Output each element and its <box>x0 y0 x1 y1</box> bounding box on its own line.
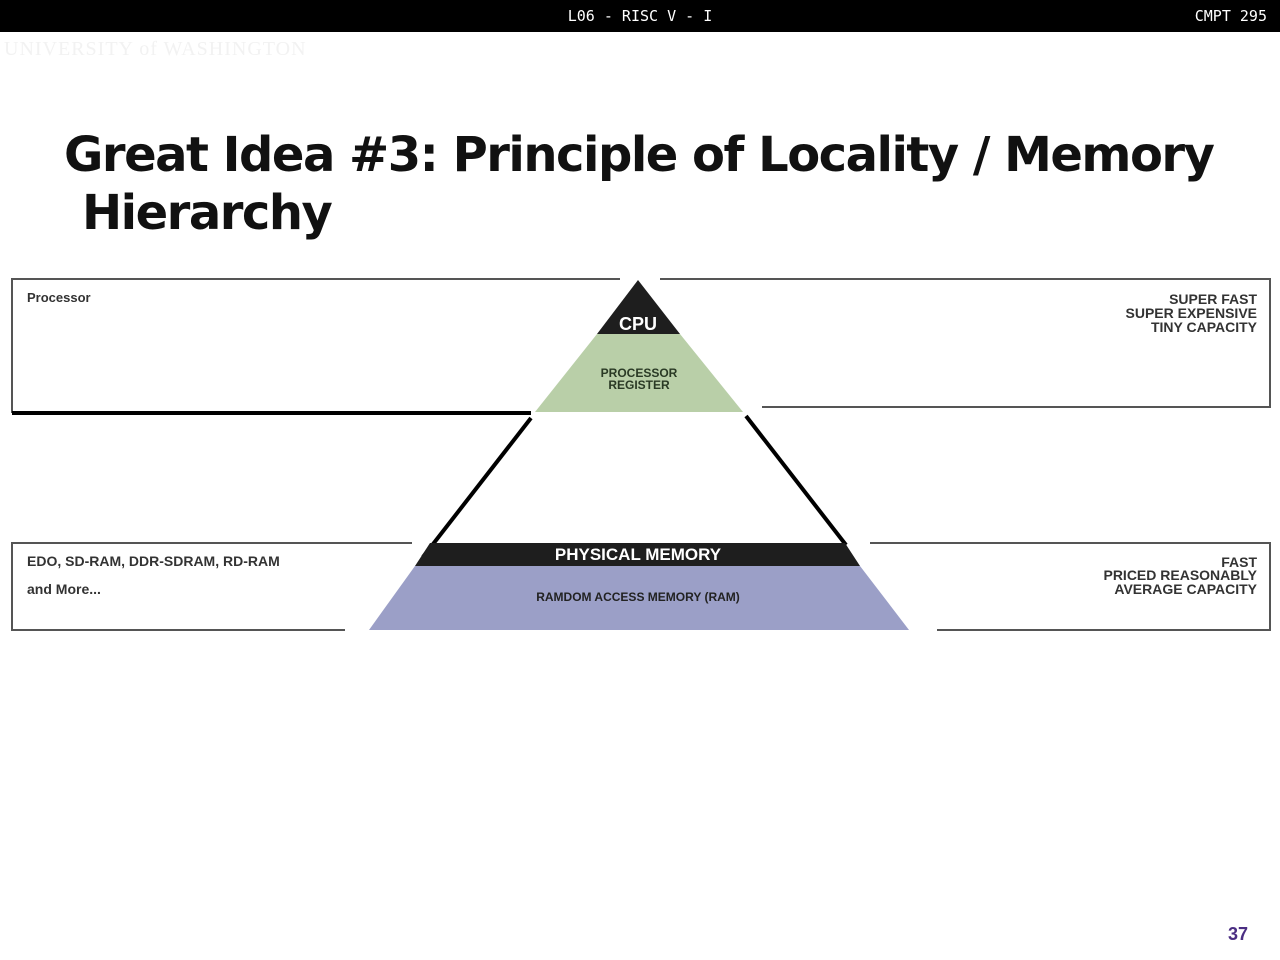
right-top-box <box>660 278 1271 408</box>
register-tier <box>535 334 743 412</box>
lecture-title: L06 - RISC V - I <box>567 7 713 25</box>
cpu-label: CPU <box>619 314 657 334</box>
left-bottom-line: and More... <box>27 581 101 597</box>
pyramid-edge-left <box>421 416 533 559</box>
right-bottom-box <box>870 542 1271 631</box>
right-top-line: TINY CAPACITY <box>1151 319 1258 335</box>
right-top-line: SUPER FAST <box>1169 291 1257 307</box>
processor-label: Processor <box>27 290 91 305</box>
right-bottom-line: AVERAGE CAPACITY <box>1114 581 1257 597</box>
register-label-2: REGISTER <box>608 378 670 392</box>
register-label-1: PROCESSOR <box>601 366 678 380</box>
slide-header: L06 - RISC V - I CMPT 295 <box>0 0 1280 32</box>
pyramid-edge-right <box>744 414 848 547</box>
course-code: CMPT 295 <box>1194 7 1267 25</box>
right-bottom-line: PRICED REASONABLY <box>1103 567 1257 583</box>
right-bottom-line: FAST <box>1221 554 1257 570</box>
physical-memory-band <box>415 543 860 566</box>
cpu-tier <box>597 280 680 334</box>
left-top-box <box>11 278 620 413</box>
left-bottom-box <box>11 542 412 631</box>
page-number: 37 <box>1227 924 1248 944</box>
slide-title: Great Idea #3: Principle of Locality / M… <box>64 126 1215 242</box>
physical-memory-label: PHYSICAL MEMORY <box>555 545 722 564</box>
right-top-line: SUPER EXPENSIVE <box>1126 305 1258 321</box>
title-line-2: Hierarchy <box>82 185 333 241</box>
left-bottom-line: EDO, SD-RAM, DDR-SDRAM, RD-RAM <box>27 553 280 569</box>
ram-tier <box>369 566 909 630</box>
title-line-1: Great Idea #3: Principle of Locality / M… <box>64 127 1215 183</box>
ram-label: RAMDOM ACCESS MEMORY (RAM) <box>536 590 740 604</box>
uw-logo: UNIVERSITY of WASHINGTON <box>4 38 307 60</box>
